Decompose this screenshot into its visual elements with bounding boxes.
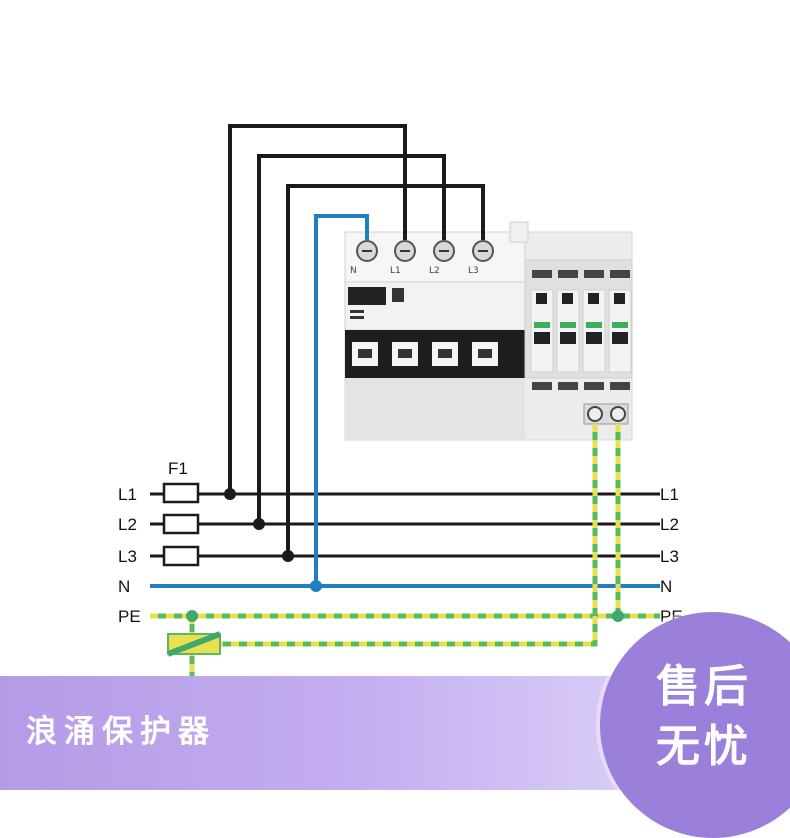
left-label-n: N	[118, 577, 131, 596]
phase-wires	[228, 124, 485, 556]
terminal-screws	[356, 240, 494, 262]
terminal-label-l3: L3	[468, 266, 479, 276]
terminal-label-l1: L1	[390, 266, 401, 276]
terminal-label-n: N	[350, 266, 357, 276]
surge-protector-device	[344, 221, 633, 441]
spd-modules	[530, 270, 632, 390]
right-label-l2: L2	[660, 515, 679, 534]
neutral-wire	[150, 214, 660, 592]
right-label-l3: L3	[660, 547, 679, 566]
terminal-label-l2: L2	[429, 266, 440, 276]
fuse-label: F1	[168, 459, 188, 478]
left-label-l1: L1	[118, 485, 137, 504]
badge-line-1: 售后	[656, 661, 752, 712]
banner-title: 浪涌保护器	[26, 714, 216, 750]
wiring-diagram	[150, 124, 660, 676]
brand-logo	[348, 287, 386, 305]
pe-terminals	[583, 403, 629, 425]
breaker-toggles	[352, 342, 498, 366]
pe-wires	[150, 424, 660, 676]
left-label-l2: L2	[118, 515, 137, 534]
left-label-pe: PE	[118, 607, 141, 626]
right-label-n: N	[660, 577, 673, 596]
right-label-l1: L1	[660, 485, 679, 504]
badge-line-2: 无忧	[656, 721, 752, 772]
left-label-l3: L3	[118, 547, 137, 566]
